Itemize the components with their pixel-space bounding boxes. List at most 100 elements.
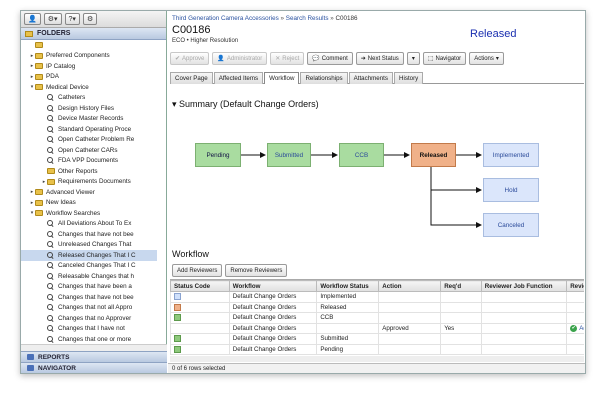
- tree-item-label: Open Catheter CARs: [58, 146, 118, 154]
- gear-icon: ⚙: [86, 16, 94, 23]
- tree-item[interactable]: [21, 40, 157, 51]
- tree-item[interactable]: Catheters: [21, 93, 157, 104]
- tree-item[interactable]: Device Master Records: [21, 114, 157, 125]
- tree-item[interactable]: Unreleased Changes That: [21, 240, 157, 251]
- settings-menu-button[interactable]: ⚙▾: [43, 13, 62, 25]
- column-header[interactable]: Workflow Status: [316, 280, 380, 292]
- tree-item[interactable]: Open Catheter CARs: [21, 145, 157, 156]
- help-menu-button[interactable]: ?▾: [64, 13, 80, 25]
- column-header[interactable]: Req'd: [440, 280, 482, 292]
- tab-workflow[interactable]: Workflow: [264, 72, 300, 84]
- reports-header[interactable]: REPORTS: [21, 351, 167, 362]
- administrator-button[interactable]: 👤Administrator: [212, 52, 268, 65]
- tree-item[interactable]: Design History Files: [21, 103, 157, 114]
- breadcrumb-link[interactable]: Third Generation Camera Accessories: [172, 15, 279, 22]
- tree-item[interactable]: ▸New Ideas: [21, 198, 157, 209]
- tree-item[interactable]: Releasable Changes that h: [21, 271, 157, 282]
- close-icon: ✕: [275, 56, 281, 62]
- tree-item[interactable]: Other Reports: [21, 166, 157, 177]
- cell-reqd: [440, 301, 482, 313]
- tree-item-label: All Deviations About To Ex: [58, 220, 132, 228]
- tree-item[interactable]: All Deviations About To Ex: [21, 219, 157, 230]
- tree-item[interactable]: Open Catheter Problem Re: [21, 135, 157, 146]
- tree-item[interactable]: Standard Operating Proce: [21, 124, 157, 135]
- summary-header[interactable]: ▾ Summary (Default Change Orders): [172, 99, 319, 110]
- tree-item[interactable]: ▸PDA: [21, 72, 157, 83]
- navigator-button[interactable]: ⬚Navigator: [422, 52, 467, 65]
- folder-icon: [47, 178, 55, 185]
- column-header[interactable]: Status Code: [170, 280, 230, 292]
- tree-item[interactable]: FDA VPP Documents: [21, 156, 157, 167]
- chevron-right-icon[interactable]: ▸: [42, 178, 46, 185]
- triangle-down-icon: ▾: [172, 99, 177, 109]
- column-header[interactable]: Reviewer Job Function: [480, 280, 568, 292]
- tree-item[interactable]: ▸IP Catalog: [21, 61, 157, 72]
- tree-item[interactable]: ▾Medical Device: [21, 82, 157, 93]
- cell-reviewer: [566, 291, 584, 303]
- approve-button[interactable]: ✔Approve: [170, 52, 210, 65]
- chevron-right-icon[interactable]: ▸: [30, 63, 34, 70]
- tab-history[interactable]: History: [394, 72, 424, 84]
- chevron-down-icon: ▾: [72, 16, 76, 23]
- column-header[interactable]: Action: [378, 280, 442, 292]
- tree-item-label: FDA VPP Documents: [58, 157, 119, 165]
- tree-item[interactable]: Changes that I have not: [21, 324, 157, 335]
- tree-item-label: Advanced Viewer: [46, 188, 95, 196]
- navigator-header[interactable]: NAVIGATOR: [21, 362, 167, 373]
- table-horizontal-scrollbar[interactable]: [170, 356, 584, 362]
- tab-affected-items[interactable]: Affected Items: [213, 72, 264, 84]
- tree-item[interactable]: ▾Workflow Searches: [21, 208, 157, 219]
- chevron-right-icon[interactable]: ▸: [30, 199, 34, 206]
- tree-item-label: Changes that no Approver: [58, 314, 132, 322]
- tree-horizontal-scrollbar[interactable]: [21, 344, 167, 351]
- cell-workflow: Default Change Orders: [228, 333, 318, 345]
- user-button[interactable]: 👤: [24, 13, 41, 25]
- tab-cover-page[interactable]: Cover Page: [170, 72, 213, 84]
- tree-item[interactable]: ▸Requirements Documents: [21, 177, 157, 188]
- tree-item[interactable]: ▸Preferred Components: [21, 51, 157, 62]
- tab-attachments[interactable]: Attachments: [348, 72, 394, 84]
- tree-item[interactable]: ▸ Advanced Viewer: [21, 187, 157, 198]
- breadcrumb-link[interactable]: Search Results: [285, 15, 329, 22]
- tree-item[interactable]: Changes that one or more: [21, 334, 157, 344]
- chevron-right-icon[interactable]: ▸: [30, 189, 34, 196]
- tree-item-label: Unreleased Changes That: [58, 241, 132, 249]
- tree-item-label: Changes that one or more: [58, 335, 132, 343]
- comment-button[interactable]: 💬Comment: [307, 52, 353, 65]
- tree-item[interactable]: Canceled Changes That I C: [21, 261, 157, 272]
- chevron-down-icon[interactable]: ▾: [30, 210, 34, 217]
- chevron-right-icon[interactable]: ▸: [30, 52, 34, 59]
- folders-header[interactable]: FOLDERS: [21, 28, 166, 40]
- reject-button[interactable]: ✕Reject: [270, 52, 305, 65]
- reviewer-link[interactable]: Adminis: [579, 324, 584, 332]
- next-status-button[interactable]: ➜Next Status: [355, 52, 404, 65]
- column-header[interactable]: Workflow: [228, 280, 318, 292]
- cell-reviewer: [566, 301, 584, 313]
- column-header[interactable]: Reviewer: [566, 280, 584, 292]
- actions-menu-button[interactable]: Actions▾: [469, 52, 504, 65]
- workflow-connectors: [241, 152, 482, 228]
- tree-item[interactable]: Released Changes That I C: [21, 250, 157, 261]
- check-icon: ✔: [175, 56, 181, 62]
- tree-item[interactable]: Changes that have been a: [21, 282, 157, 293]
- preferences-button[interactable]: ⚙: [82, 13, 98, 25]
- add-reviewers-button[interactable]: Add Reviewers: [172, 264, 223, 277]
- tree-item[interactable]: Changes that not all Appro: [21, 303, 157, 314]
- chevron-down-icon[interactable]: ▾: [30, 84, 34, 91]
- status-bar: 0 of 6 rows selected: [168, 363, 585, 373]
- next-status-dropdown[interactable]: ▾: [406, 52, 420, 65]
- tab-relationships[interactable]: Relationships: [300, 72, 348, 84]
- tree-item[interactable]: Changes that have not bee: [21, 292, 157, 303]
- chevron-right-icon[interactable]: ▸: [30, 73, 34, 80]
- tree-item[interactable]: Changes that no Approver: [21, 313, 157, 324]
- tree-item[interactable]: Changes that have not bee: [21, 229, 157, 240]
- remove-reviewers-button[interactable]: Remove Reviewers: [225, 264, 288, 277]
